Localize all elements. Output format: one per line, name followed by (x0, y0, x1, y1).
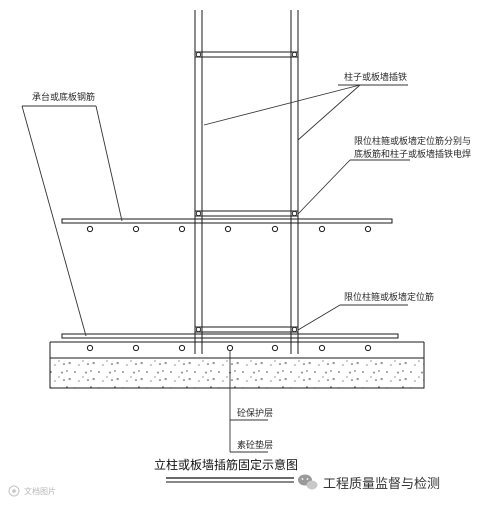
leader-positioning-weld (297, 159, 410, 215)
brand-name: 工程质量监督与检测 (323, 477, 440, 492)
upper-rebar-dots (86, 225, 372, 233)
leader-column-dowel (203, 84, 408, 141)
leader-cap-rebar (21, 105, 123, 337)
upper-rebar-mesh (61, 218, 393, 224)
positioning-stirrup-middle (194, 210, 299, 217)
label-positioning-weld-line1: 限位柱箍或板墙定位筋分别与 (354, 135, 471, 147)
label-cover: 砼保护层 (237, 407, 273, 419)
watermark-text: 文档图片 (24, 486, 56, 496)
diagram-title: 立柱或板墙插筋固定示意图 (154, 457, 298, 472)
label-positioning-weld-line2: 底板筋和柱子或板墙插铁电焊 (354, 148, 471, 160)
lower-rebar-mesh (61, 333, 399, 339)
concrete-cushion (49, 357, 425, 389)
foundation-slab (49, 341, 425, 358)
positioning-stirrup-bottom (194, 326, 299, 333)
wechat-logo-icon (298, 474, 318, 490)
column-dowel-right (290, 10, 299, 354)
label-cap-rebar: 承台或底板钢筋 (32, 91, 95, 103)
watermark-logo-icon (8, 485, 20, 497)
title-underline (166, 477, 294, 483)
positioning-stirrup-top (194, 51, 299, 58)
lower-rebar-dots (86, 344, 372, 352)
label-positioning-rebar: 限位柱箍或板墙定位筋 (344, 291, 434, 303)
label-column-dowel: 柱子或板墙插铁 (344, 71, 407, 83)
column-dowel-left (194, 10, 203, 354)
label-cushion: 素砼垫层 (237, 439, 273, 451)
leader-positioning-rebar (297, 304, 408, 331)
leader-cover (229, 350, 268, 453)
